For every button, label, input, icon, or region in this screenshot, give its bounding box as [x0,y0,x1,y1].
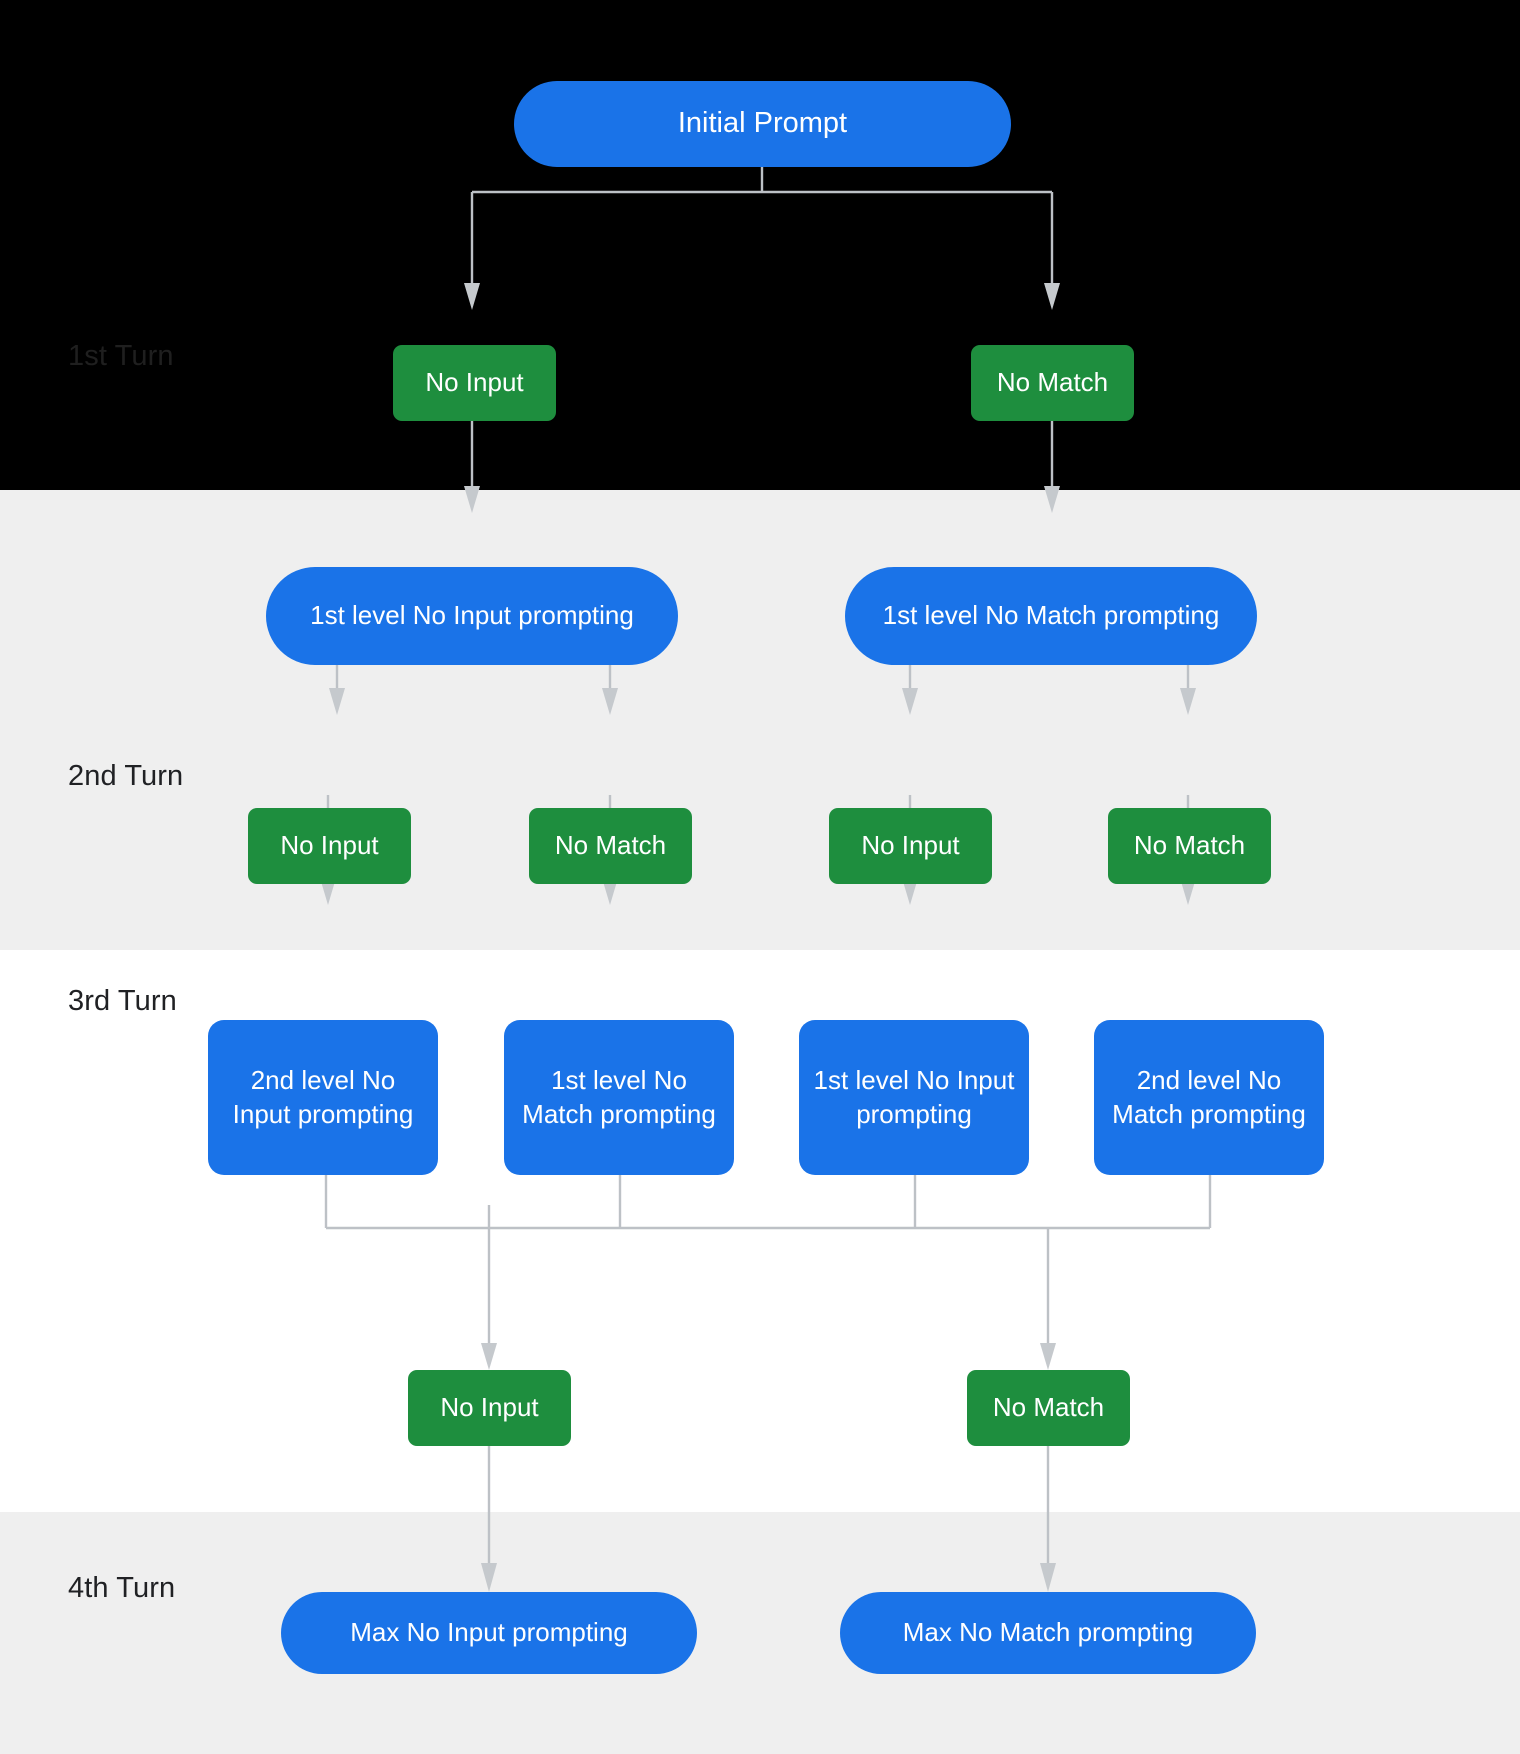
arrowhead-noinput-to-max [481,1563,497,1592]
arrowhead-bus-to-nomatch [1040,1343,1056,1370]
arrowhead-o1-to-p3 [320,878,336,905]
arrowhead-bus-to-noinput [481,1343,497,1370]
node-turn1-no-match[interactable]: No Match [971,345,1134,421]
node-turn4-max-no-match[interactable]: Max No Match prompting [840,1592,1256,1674]
arrowhead-t1noinput-down [464,486,480,513]
node-turn2-prompt-no-input[interactable]: 1st level No Input prompting [266,567,678,665]
node-turn2-outcome-no-match-b[interactable]: No Match [1108,808,1271,884]
node-turn3-prompt-1st-no-input[interactable]: 1st level No Input prompting [799,1020,1029,1175]
node-turn3-prompt-1st-no-match[interactable]: 1st level No Match prompting [504,1020,734,1175]
arrowhead-o2-to-p4 [602,878,618,905]
band-4th-turn [0,1512,1520,1754]
node-turn2-prompt-no-match[interactable]: 1st level No Match prompting [845,567,1257,665]
arrowhead-root-to-nomatch [1044,283,1060,310]
arrowhead-p2-to-o4 [1180,688,1196,715]
turn-label-2nd: 2nd Turn [68,760,184,792]
arrowhead-p1-to-o2 [602,688,618,715]
node-initial-prompt[interactable]: Initial Prompt [514,81,1011,167]
node-turn3-prompt-2nd-no-match[interactable]: 2nd level No Match prompting [1094,1020,1324,1175]
arrowhead-p2-to-o3 [902,688,918,715]
arrowhead-p1-to-o1 [329,688,345,715]
node-turn2-outcome-no-input-b[interactable]: No Input [829,808,992,884]
node-turn3-outcome-no-match[interactable]: No Match [967,1370,1130,1446]
arrowhead-root-to-noinput [464,283,480,310]
arrowhead-o4-to-p6 [1180,878,1196,905]
node-turn4-max-no-input[interactable]: Max No Input prompting [281,1592,697,1674]
arrowhead-nomatch-to-max [1040,1563,1056,1592]
arrowhead-o3-to-p5 [902,878,918,905]
arrowhead-t1nomatch-down [1044,486,1060,513]
turn-label-1st: 1st Turn [68,340,174,372]
node-turn3-prompt-2nd-no-input[interactable]: 2nd level No Input prompting [208,1020,438,1175]
turn-label-4th: 4th Turn [68,1572,176,1604]
turn-label-3rd: 3rd Turn [68,985,177,1017]
node-turn1-no-input[interactable]: No Input [393,345,556,421]
node-turn3-outcome-no-input[interactable]: No Input [408,1370,571,1446]
node-turn2-outcome-no-input-a[interactable]: No Input [248,808,411,884]
node-turn2-outcome-no-match-a[interactable]: No Match [529,808,692,884]
